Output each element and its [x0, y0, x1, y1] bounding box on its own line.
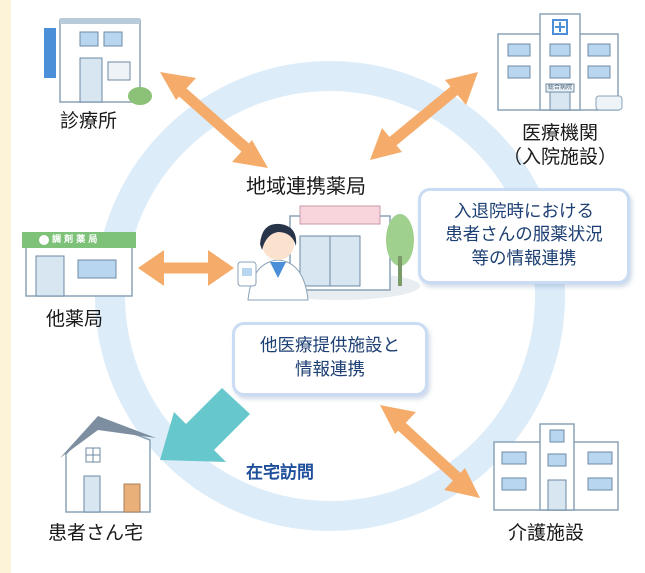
callout-admission-line3: 等の情報連携 [471, 248, 577, 269]
clinic-label: 診療所 [60, 110, 118, 132]
arrow-home-visit [160, 388, 250, 462]
arrow-hospital-hub [370, 72, 478, 160]
other-pharmacy-label: 他薬局 [46, 308, 104, 330]
callout-admission-line2: 患者さんの服薬状況 [445, 225, 603, 246]
pharmacist-figure [237, 223, 309, 301]
hospital-label-line1: 医療機関 [521, 122, 598, 144]
left-margin-strip [0, 0, 11, 573]
care-facility-building [493, 423, 619, 511]
clinic-building [44, 18, 152, 105]
home-building [60, 416, 156, 513]
callout-provider-line1: 他医療提供施設と [260, 336, 400, 357]
callout-provider-line2: 情報連携 [295, 360, 365, 380]
callout-provider-info: 他医療提供施設と 情報連携 [232, 322, 428, 396]
arrow-pharmacy-hub [138, 250, 234, 286]
hospital-label-line2: （入院施設） [502, 145, 617, 168]
pharmacy-sign: 調 剤 薬 局 [52, 235, 98, 245]
callout-admission-info: 入退院時における 患者さんの服薬状況 等の情報連携 [418, 188, 630, 284]
home-visit-label: 在宅訪問 [246, 463, 314, 483]
care-facility-label: 介護施設 [508, 522, 585, 544]
hospital-building [497, 13, 623, 111]
callout-admission-line1: 入退院時における [454, 201, 594, 222]
home-label: 患者さん宅 [48, 522, 144, 544]
hub-label: 地域連携薬局 [246, 174, 366, 198]
other-pharmacy-building [22, 232, 136, 297]
hospital-label: 医療機関 （入院施設） [500, 122, 620, 170]
arrow-hub-care [380, 405, 480, 498]
hospital-sign: 総合病院 [547, 84, 572, 91]
hub-pharmacy [260, 205, 420, 300]
arrow-clinic-hub [160, 72, 268, 168]
